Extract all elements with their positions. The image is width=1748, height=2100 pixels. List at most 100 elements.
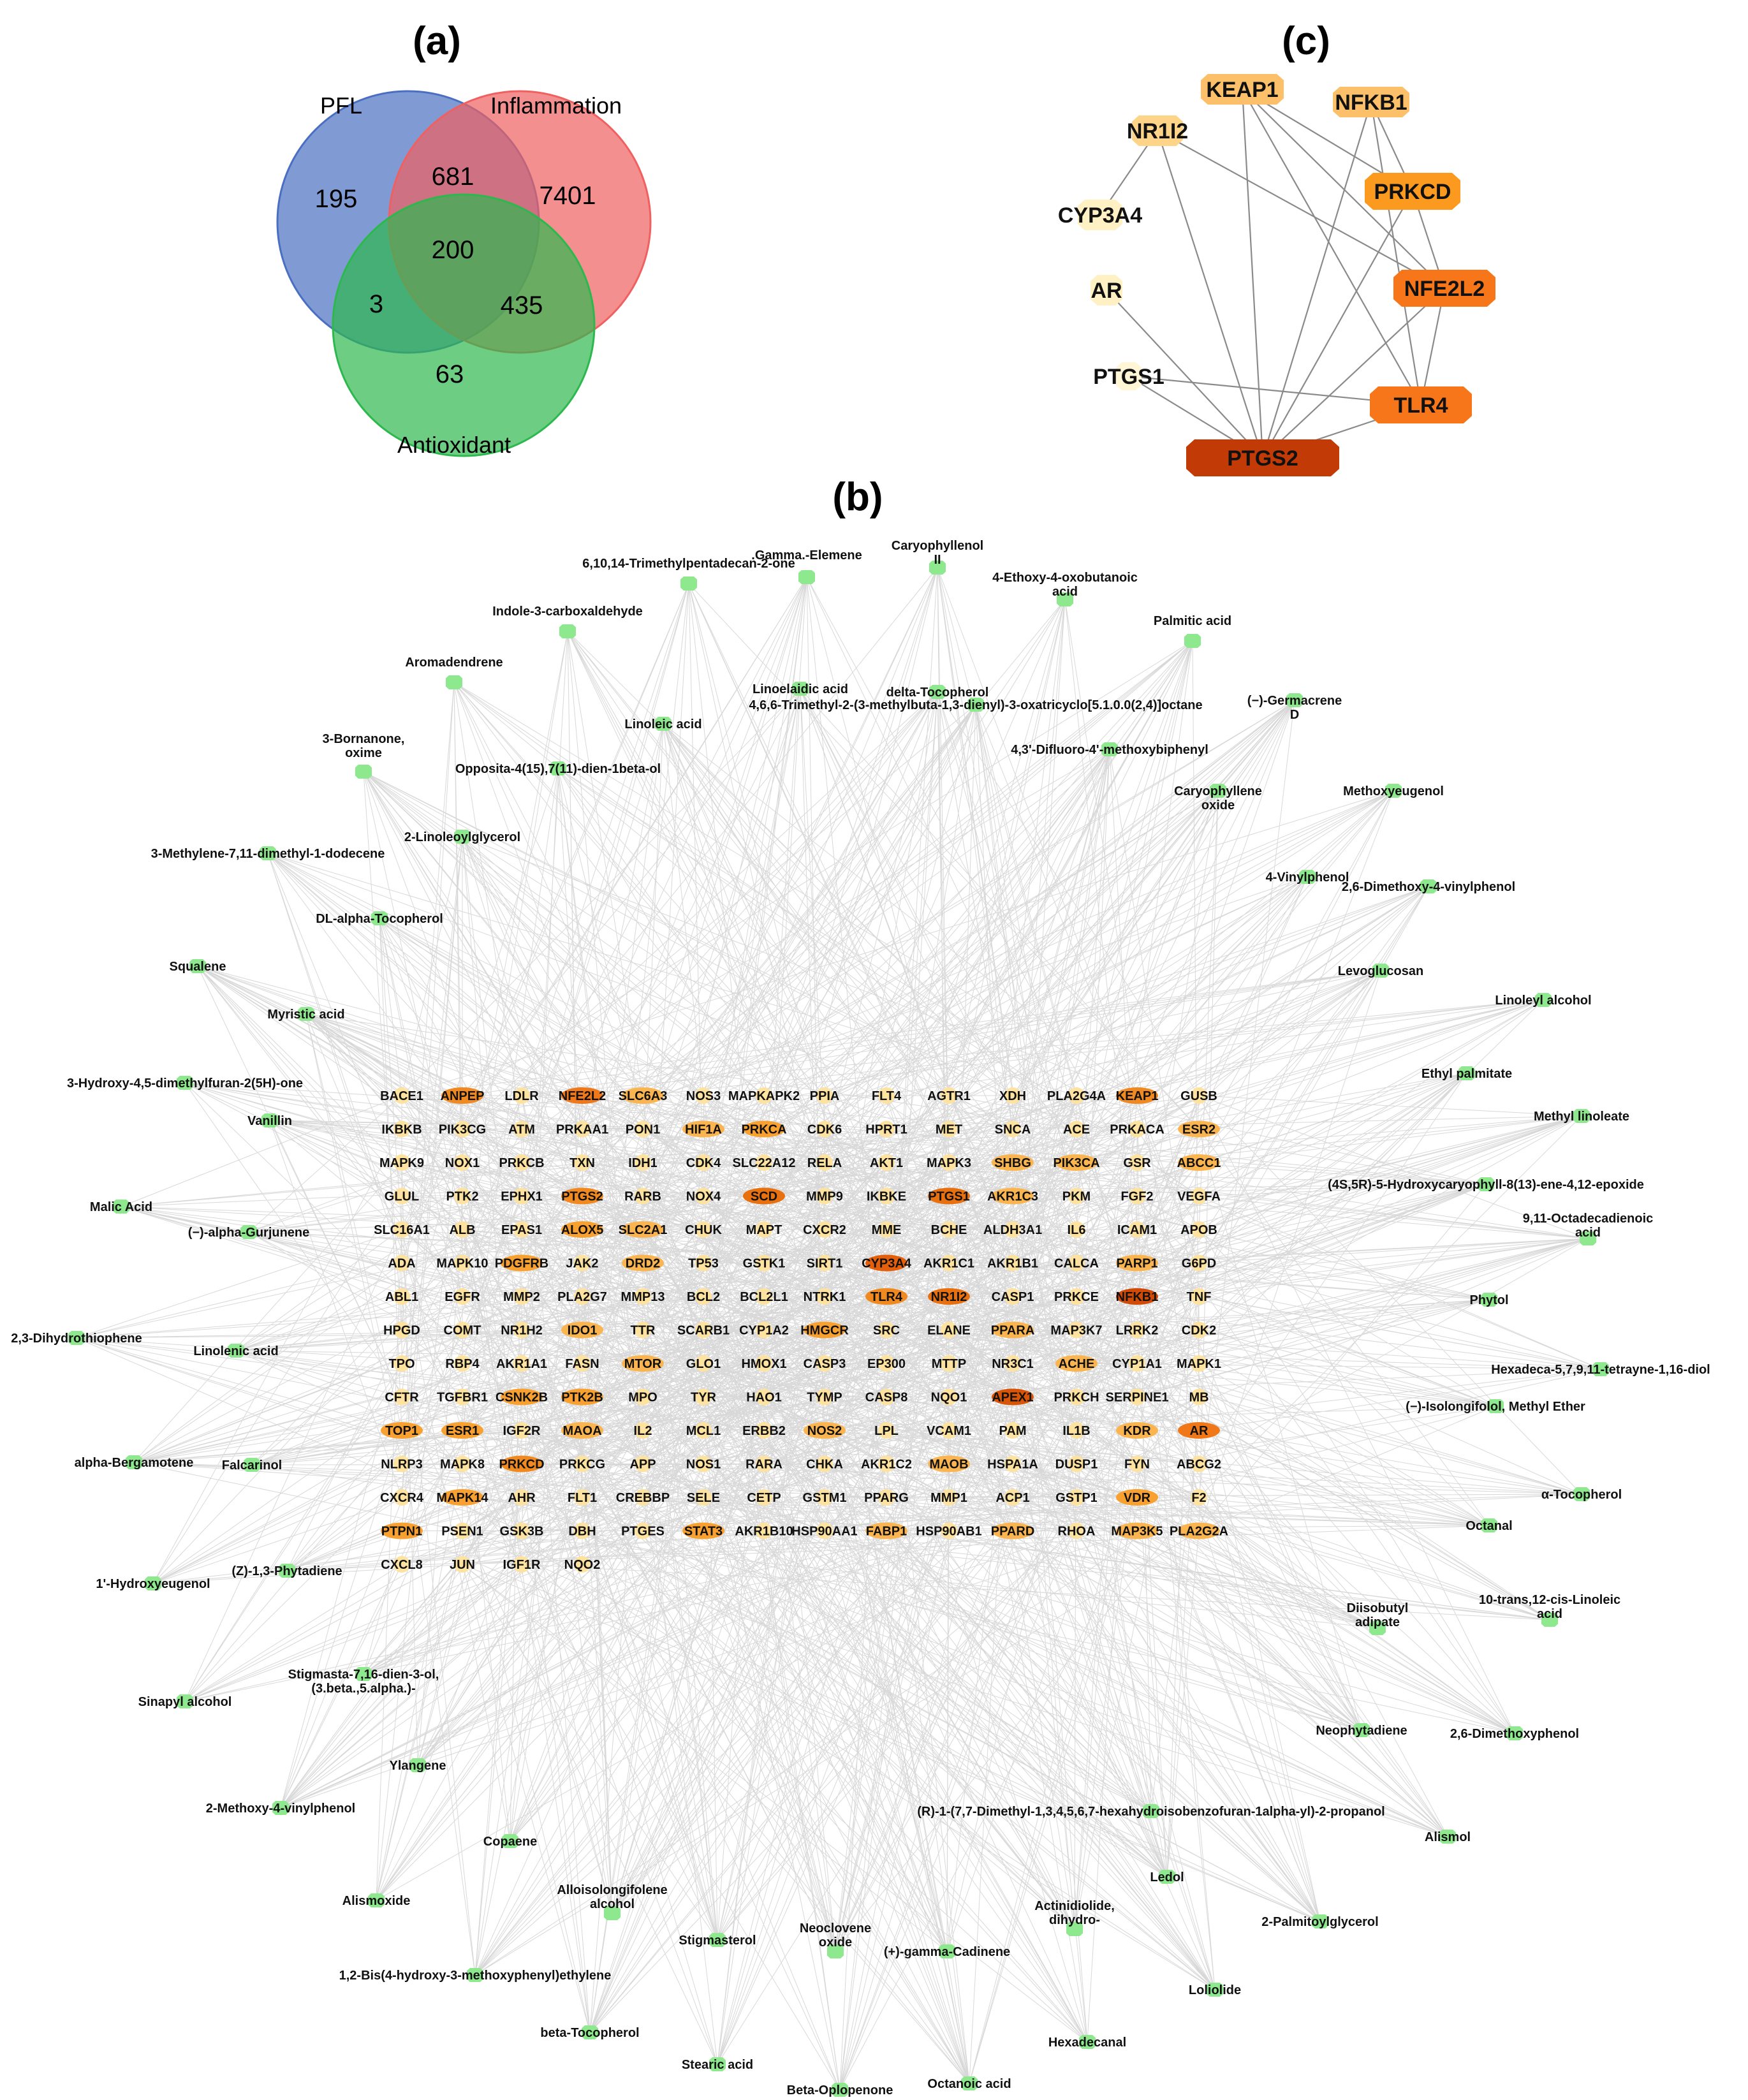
target-node-shape bbox=[695, 1388, 712, 1406]
ppi-node-label: PRKCD bbox=[1374, 180, 1451, 204]
compound-node-label: Palmitic acid bbox=[1154, 614, 1231, 628]
compound-node-label: Hexadecanal bbox=[1048, 2036, 1126, 2050]
compound-node-label: 6,10,14-Trimethylpentadecan-2-one bbox=[582, 557, 795, 571]
target-node: SCD bbox=[743, 1187, 785, 1205]
compound-node-shape bbox=[1159, 1870, 1175, 1884]
ppi-node: NR1I2 bbox=[1127, 115, 1188, 146]
compound-node-label: 4-Vinylphenol bbox=[1266, 870, 1349, 885]
target-node: CYP1A2 bbox=[739, 1321, 789, 1339]
target-node-label: CALCA bbox=[1054, 1257, 1099, 1271]
target-node: ELANE bbox=[927, 1321, 971, 1339]
compound-node-label: Actinidiolide,dihydro- bbox=[1034, 1899, 1115, 1927]
target-node-shape bbox=[941, 1489, 957, 1506]
compound-node-shape bbox=[1369, 1621, 1386, 1635]
target-node-shape bbox=[574, 1355, 591, 1372]
target-node-shape bbox=[454, 1455, 471, 1472]
target-node-label: ALB bbox=[449, 1223, 475, 1237]
target-node-shape bbox=[941, 1388, 957, 1406]
target-node-label: RHOA bbox=[1058, 1525, 1096, 1539]
target-node: GSTP1 bbox=[1055, 1489, 1098, 1506]
ppi-node-shape bbox=[1370, 386, 1472, 423]
target-node-label: DBH bbox=[568, 1525, 596, 1539]
target-node-label: ADA bbox=[388, 1257, 415, 1271]
target-node-shape bbox=[865, 1254, 907, 1272]
target-node: CDK2 bbox=[1182, 1321, 1216, 1339]
target-node-label: CREBBP bbox=[616, 1491, 670, 1505]
target-node-shape bbox=[1068, 1288, 1085, 1305]
target-node: PRKCE bbox=[1054, 1288, 1099, 1305]
target-node: PIK3CA bbox=[1053, 1154, 1100, 1171]
compound-node-label: 4,3'-Difluoro-4'-methoxybiphenyl bbox=[1011, 743, 1208, 757]
target-node-shape bbox=[941, 1254, 957, 1272]
target-node-label: MMP13 bbox=[621, 1290, 665, 1304]
target-node: VCAM1 bbox=[927, 1422, 971, 1439]
target-node: HPGD bbox=[383, 1321, 420, 1339]
target-node: AKR1A1 bbox=[496, 1355, 547, 1372]
target-node: FABP1 bbox=[865, 1522, 907, 1539]
target-node-shape bbox=[622, 1087, 664, 1104]
target-node: TLR4 bbox=[865, 1288, 907, 1305]
target-node-shape bbox=[393, 1120, 410, 1138]
target-node: MAPKAPK2 bbox=[728, 1087, 800, 1104]
target-node-shape bbox=[756, 1455, 772, 1472]
target-node-label: MET bbox=[936, 1123, 962, 1137]
compound-node-shape bbox=[582, 2025, 598, 2039]
compound-node-label: (+)-gamma-Cadinene bbox=[884, 1945, 1010, 1959]
target-node: NQO2 bbox=[564, 1556, 600, 1573]
target-node: CASP1 bbox=[992, 1288, 1034, 1305]
target-node-shape bbox=[992, 1388, 1034, 1406]
target-node-shape bbox=[574, 1489, 591, 1506]
compound-node-label: 1'-Hydroxyeugenol bbox=[96, 1577, 210, 1591]
target-node-shape bbox=[865, 1522, 907, 1539]
compound-node-label: Myristic acid bbox=[267, 1008, 344, 1022]
target-node-label: F2 bbox=[1191, 1491, 1206, 1505]
target-node-shape bbox=[635, 1120, 651, 1138]
compound-node-label: Hexadeca-5,7,9,11-tetrayne-1,16-diol bbox=[1491, 1363, 1710, 1377]
target-node-label: AKT1 bbox=[870, 1156, 903, 1170]
compound-node-shape bbox=[604, 1906, 621, 1920]
target-node-label: MAPK1 bbox=[1177, 1357, 1221, 1371]
target-node-label: PRKCB bbox=[499, 1156, 544, 1170]
target-node-label: ESR2 bbox=[1182, 1123, 1216, 1137]
compound-node-label: 2-Methoxy-4-vinylphenol bbox=[206, 1802, 355, 1816]
target-node: PRKAA1 bbox=[556, 1120, 608, 1138]
venn-circle-antioxidant bbox=[332, 193, 596, 457]
target-node-shape bbox=[816, 1288, 833, 1305]
ppi-node-shape bbox=[1201, 74, 1284, 105]
target-node-label: CXCR2 bbox=[803, 1223, 846, 1237]
target-node-label: BCL2 bbox=[687, 1290, 720, 1304]
target-node-shape bbox=[816, 1120, 833, 1138]
target-node-shape bbox=[1068, 1489, 1085, 1506]
target-node: PLA2G7 bbox=[557, 1288, 607, 1305]
compound-node-label: Malic Acid bbox=[90, 1200, 152, 1214]
target-node: MCL1 bbox=[686, 1422, 721, 1439]
target-node-shape bbox=[695, 1087, 712, 1104]
target-node: PARP1 bbox=[1116, 1254, 1158, 1272]
target-node-shape bbox=[393, 1187, 410, 1205]
target-node: ACP1 bbox=[995, 1489, 1030, 1506]
target-node-label: PLA2G4A bbox=[1047, 1089, 1106, 1103]
target-node-shape bbox=[878, 1321, 895, 1339]
target-node-shape bbox=[816, 1154, 833, 1171]
target-node: SNCA bbox=[995, 1120, 1031, 1138]
compound-node: Actinidiolide,dihydro- bbox=[1034, 1899, 1115, 1936]
target-node-shape bbox=[756, 1321, 772, 1339]
target-node-label: VCAM1 bbox=[927, 1424, 971, 1438]
target-node-label: GUSB bbox=[1180, 1089, 1217, 1103]
target-node-shape bbox=[756, 1422, 772, 1439]
target-node-shape bbox=[816, 1254, 833, 1272]
target-node-shape bbox=[561, 1087, 603, 1104]
ppi-node-label: NFE2L2 bbox=[1404, 277, 1485, 301]
target-node: APOB bbox=[1180, 1221, 1217, 1238]
compound-node: beta-Tocopherol bbox=[540, 2025, 640, 2040]
target-node-shape bbox=[1068, 1522, 1085, 1539]
target-node: ALOX5 bbox=[561, 1221, 603, 1238]
compound-node-label: 1,2-Bis(4-hydroxy-3-methoxyphenyl)ethyle… bbox=[339, 1969, 612, 1983]
target-node-label: KDR bbox=[1123, 1424, 1151, 1438]
compound-node-label: Octanoic acid bbox=[927, 2077, 1011, 2091]
target-node-label: DRD2 bbox=[626, 1257, 660, 1271]
target-node-shape bbox=[1068, 1221, 1085, 1238]
